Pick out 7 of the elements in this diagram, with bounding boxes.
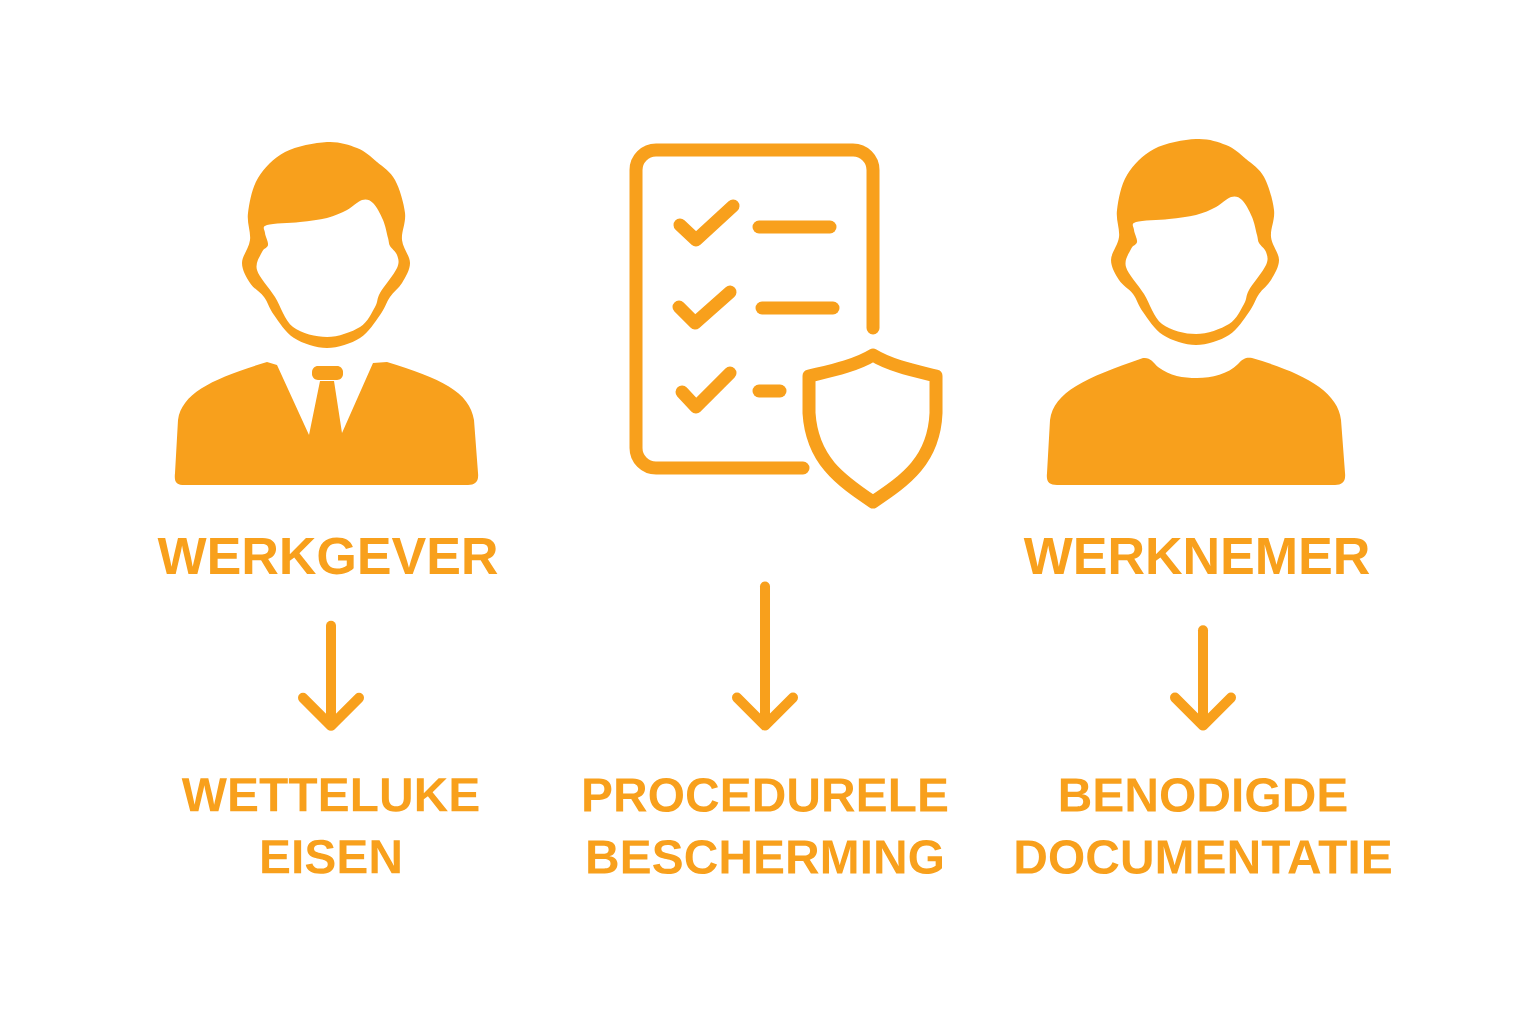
arrow	[732, 581, 798, 731]
item-label: WETTELUKE EISEN	[181, 778, 479, 874]
item-label: PROCEDURELE BESCHERMING	[584, 778, 948, 874]
title-label: WERKNEMER	[1023, 538, 1370, 574]
checklist-shield-icon	[629, 143, 943, 509]
title-label: WERKGEVER	[157, 537, 498, 575]
item-label: BENODIGDE DOCUMENTATIE	[1016, 778, 1391, 874]
